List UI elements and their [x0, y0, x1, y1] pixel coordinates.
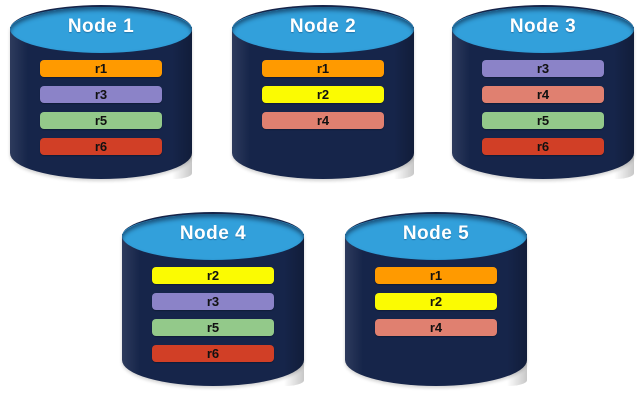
database-node-2[interactable]: Node 2 r1 r2 r4 [232, 5, 414, 185]
cylinder-left-highlight [122, 234, 140, 386]
cylinder-right-shadow [394, 27, 414, 179]
database-node-5[interactable]: Node 5 r1 r2 r4 [345, 212, 527, 392]
cylinder-right-shadow [614, 27, 634, 179]
database-node-3[interactable]: Node 3 r3 r4 r5 r6 [452, 5, 634, 185]
replica-bar-r4[interactable]: r4 [262, 112, 384, 129]
replica-bar-r5[interactable]: r5 [482, 112, 604, 129]
replica-bar-r4[interactable]: r4 [375, 319, 497, 336]
database-node-4[interactable]: Node 4 r2 r3 r5 r6 [122, 212, 304, 392]
cylinder-top-ellipse [452, 5, 634, 53]
node-title: Node 5 [402, 223, 470, 244]
node-title: Node 1 [67, 16, 135, 37]
replica-bar-r2[interactable]: r2 [375, 293, 497, 310]
database-node-1[interactable]: Node 1 r1 r3 r5 r6 [10, 5, 192, 185]
replica-bar-r6[interactable]: r6 [152, 345, 274, 362]
cylinder-left-highlight [452, 27, 470, 179]
cylinder-top-ellipse [10, 5, 192, 53]
replica-bar-r1[interactable]: r1 [262, 60, 384, 77]
cylinder-top-ellipse [345, 212, 527, 260]
replica-bar-r3[interactable]: r3 [40, 86, 162, 103]
replica-list: r3 r4 r5 r6 [482, 60, 604, 164]
replica-bar-r6[interactable]: r6 [40, 138, 162, 155]
replica-bar-r5[interactable]: r5 [40, 112, 162, 129]
node-title: Node 4 [179, 223, 247, 244]
node-title: Node 2 [289, 16, 357, 37]
replica-list: r1 r3 r5 r6 [40, 60, 162, 164]
replica-list: r1 r2 r4 [375, 267, 497, 345]
cylinder-left-highlight [232, 27, 250, 179]
cylinder-right-shadow [172, 27, 192, 179]
replica-bar-r2[interactable]: r2 [152, 267, 274, 284]
cylinder-left-highlight [345, 234, 363, 386]
replica-bar-r3[interactable]: r3 [152, 293, 274, 310]
replica-bar-r1[interactable]: r1 [40, 60, 162, 77]
cylinder-top-ellipse [122, 212, 304, 260]
cylinder-right-shadow [507, 234, 527, 386]
replica-list: r1 r2 r4 [262, 60, 384, 138]
cylinder-left-highlight [10, 27, 28, 179]
replica-list: r2 r3 r5 r6 [152, 267, 274, 371]
cylinder-top-ellipse [232, 5, 414, 53]
replica-bar-r6[interactable]: r6 [482, 138, 604, 155]
replica-bar-r2[interactable]: r2 [262, 86, 384, 103]
replica-bar-r3[interactable]: r3 [482, 60, 604, 77]
cylinder-right-shadow [284, 234, 304, 386]
replica-bar-r5[interactable]: r5 [152, 319, 274, 336]
node-title: Node 3 [509, 16, 577, 37]
replica-bar-r1[interactable]: r1 [375, 267, 497, 284]
replica-bar-r4[interactable]: r4 [482, 86, 604, 103]
